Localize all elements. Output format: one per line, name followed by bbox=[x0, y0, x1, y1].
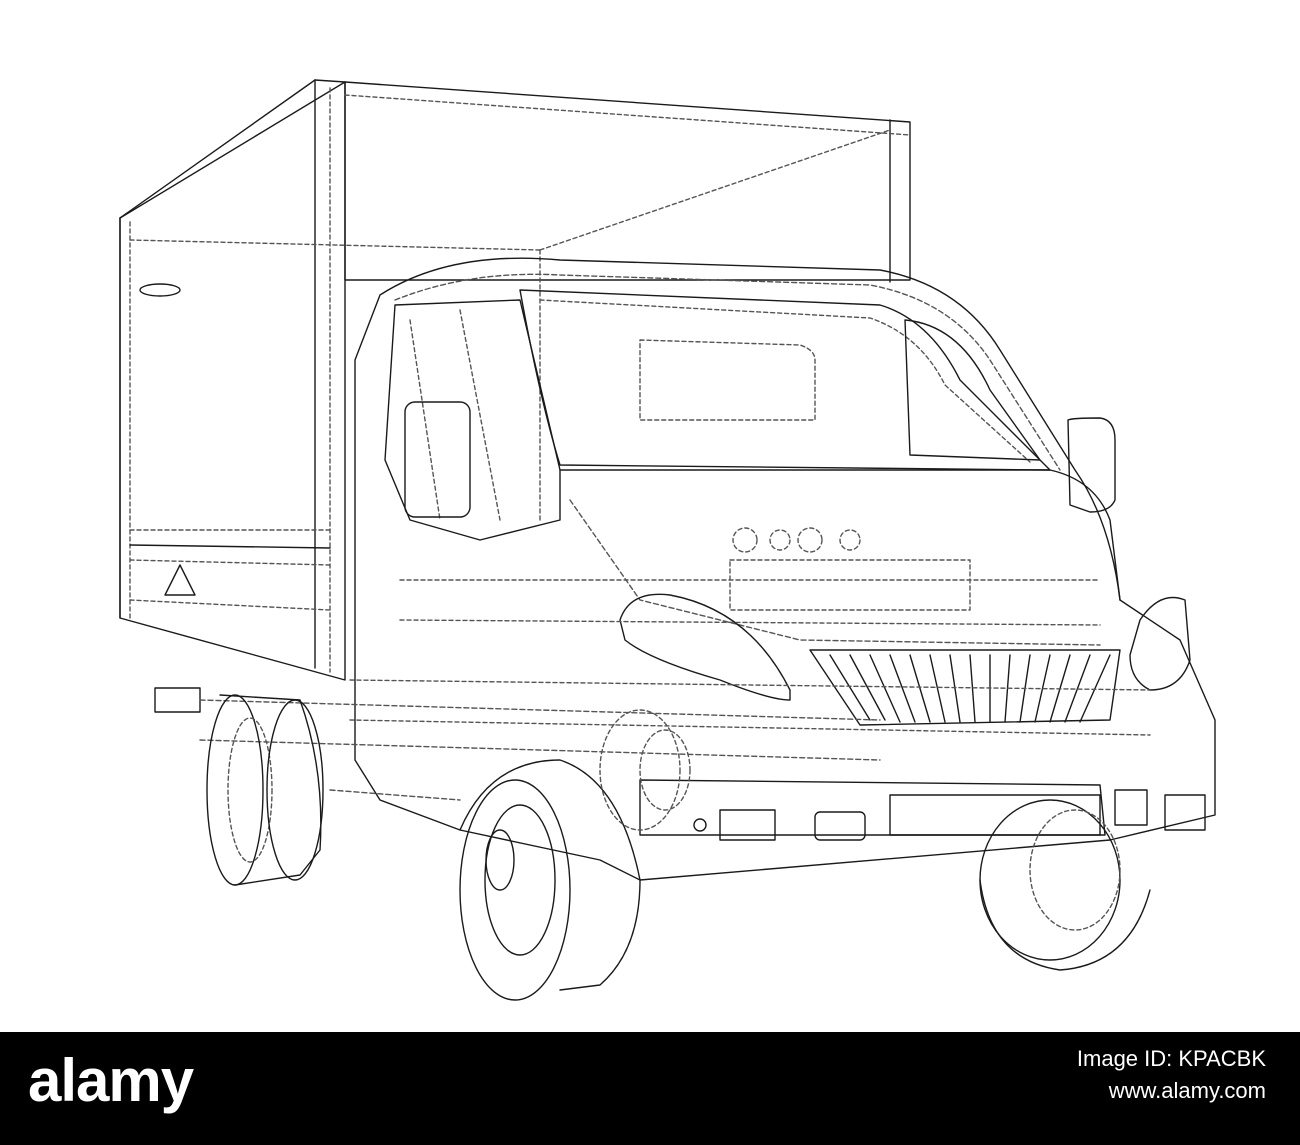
watermark-footer: alamy Image ID: KPACBK www.alamy.com bbox=[0, 1032, 1300, 1145]
image-id: Image ID: KPACBK bbox=[1076, 1046, 1266, 1071]
cab-body bbox=[354, 257, 1216, 881]
cargo-box bbox=[119, 79, 911, 713]
brand-logo: alamy bbox=[28, 1047, 194, 1114]
image-meta: Image ID: KPACBK www.alamy.com bbox=[1077, 1046, 1266, 1105]
front-right-wheel bbox=[979, 799, 1151, 971]
rear-wheel bbox=[206, 694, 324, 886]
chassis bbox=[199, 699, 881, 801]
hood-front bbox=[349, 469, 1206, 841]
inner-wheel bbox=[599, 709, 691, 831]
site-url: www.alamy.com bbox=[1108, 1078, 1266, 1104]
front-left-wheel bbox=[459, 759, 641, 1001]
grille bbox=[809, 649, 1121, 726]
truck-wireframe-illustration bbox=[119, 79, 1216, 1001]
